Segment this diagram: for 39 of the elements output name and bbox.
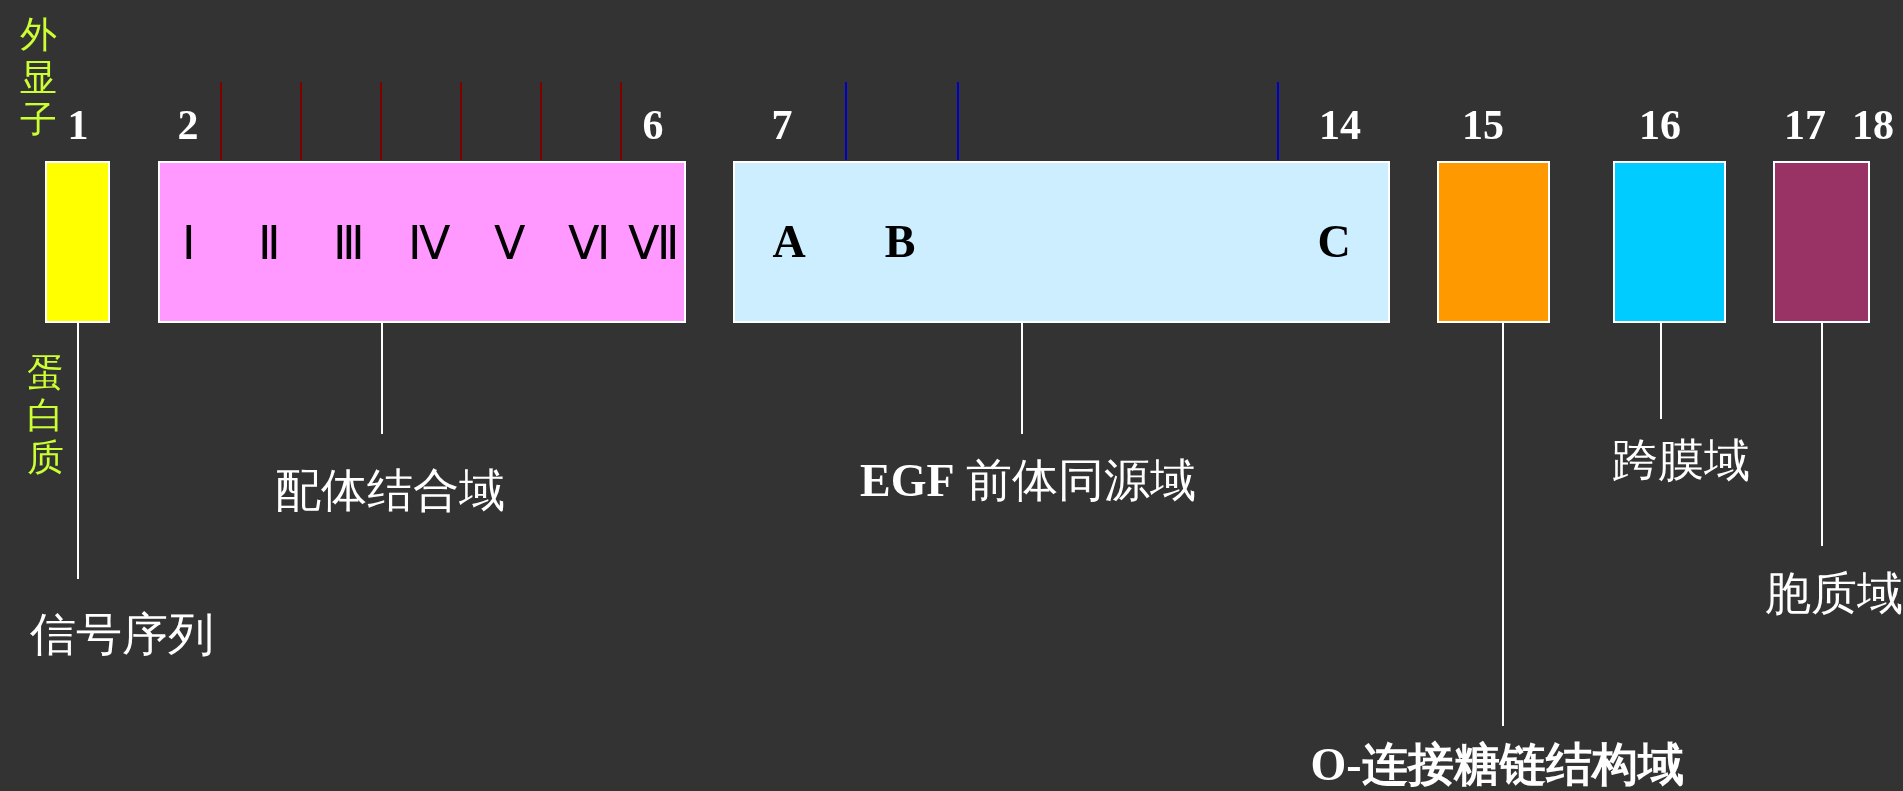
domain-label: EGF 前体同源域 [859, 458, 1197, 504]
leader-line [77, 322, 79, 580]
repeat-letter: C [1317, 219, 1351, 265]
domain-label: O-连接糖链结构域 [1310, 742, 1684, 788]
exon-number: 14 [1319, 104, 1361, 146]
exon-number: 6 [642, 104, 664, 146]
domain-box [1437, 161, 1550, 323]
repeat-letter: B [884, 219, 916, 265]
domain-box [733, 161, 1390, 323]
exon-number: 15 [1462, 104, 1504, 146]
roman-numeral: Ⅴ [493, 221, 525, 267]
exon-number: 17 [1784, 104, 1826, 146]
exon-number: 7 [771, 104, 793, 146]
repeat-letter: A [772, 219, 806, 265]
exon-number: 2 [177, 104, 199, 146]
exon-number: 18 [1852, 104, 1894, 146]
roman-numeral: Ⅶ [628, 221, 680, 267]
domain-box [1613, 161, 1726, 323]
domain-box [1773, 161, 1870, 323]
exon-number: 16 [1639, 104, 1681, 146]
domain-box [158, 161, 686, 323]
roman-numeral: Ⅳ [408, 221, 450, 267]
roman-numeral: Ⅰ [182, 221, 196, 267]
leader-line [1821, 322, 1823, 547]
domain-label: 胞质域 [1765, 571, 1903, 617]
domain-box [45, 161, 110, 323]
roman-numeral: Ⅲ [333, 221, 365, 267]
leader-line [1502, 322, 1504, 727]
leader-line [381, 322, 383, 435]
side-label: 蛋白质 [26, 352, 64, 480]
roman-numeral: Ⅵ [568, 221, 610, 267]
exon-number: 1 [67, 104, 89, 146]
domain-label: 配体结合域 [275, 468, 505, 514]
leader-line [1021, 322, 1023, 435]
domain-label: 跨膜域 [1612, 438, 1750, 484]
roman-numeral: Ⅱ [257, 221, 281, 267]
leader-line [1660, 322, 1662, 420]
side-label: 外显子 [19, 14, 57, 142]
domain-label: 信号序列 [30, 612, 214, 658]
